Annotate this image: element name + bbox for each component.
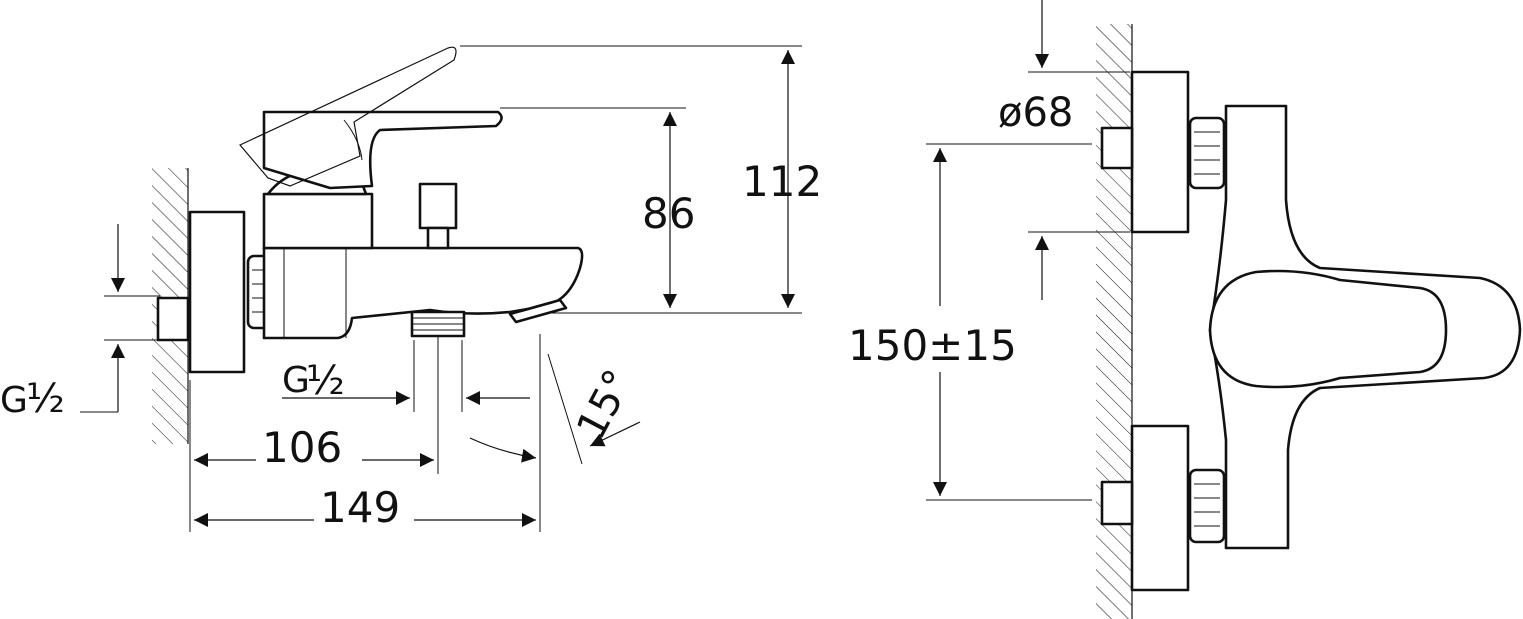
label-spout-reach: 106 (262, 423, 342, 472)
inlet-stub-side (156, 296, 190, 342)
svg-text:G: G (282, 360, 310, 401)
svg-text:½: ½ (306, 358, 345, 404)
side-view: 112 86 G ½ G ½ 106 149 (0, 45, 822, 532)
label-angle: 15° (568, 362, 642, 446)
label-inlet-thread: G ½ (0, 376, 65, 422)
svg-text:½: ½ (26, 376, 65, 422)
label-total-height: 112 (742, 157, 822, 206)
inlet-stub-lower (1100, 480, 1134, 526)
lever-open-outline (239, 46, 457, 187)
aerator (508, 298, 568, 324)
label-spout-height: 86 (642, 189, 695, 238)
label-rosette-diameter: ø68 (998, 90, 1073, 136)
lever-closed (262, 110, 503, 190)
lever-front (1208, 269, 1448, 389)
eccentric-nut-upper (1188, 116, 1226, 190)
eccentric-nut-lower (1188, 468, 1226, 544)
inlet-stub-upper (1100, 126, 1134, 170)
svg-text:G: G (0, 380, 28, 421)
wall-rosette-lower (1130, 424, 1190, 592)
label-center-distance: 150±15 (848, 321, 1017, 370)
label-outlet-thread: G ½ (282, 358, 345, 404)
outlet-thread-side (410, 310, 466, 338)
wall-rosette-side (188, 210, 246, 374)
front-view: ø68 150±15 (848, 0, 1522, 619)
wall-rosette-upper (1130, 70, 1190, 234)
wall-hatch-right (1096, 24, 1132, 619)
diverter-knob (418, 182, 458, 230)
label-total-depth: 149 (320, 483, 400, 532)
cartridge-housing (262, 192, 374, 250)
mixer-body-side (262, 246, 584, 340)
